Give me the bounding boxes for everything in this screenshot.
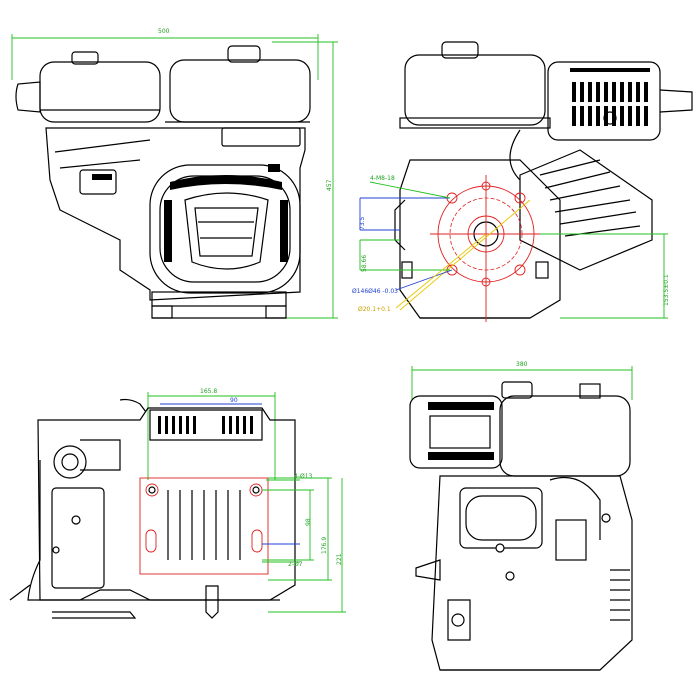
bottom-dim-height-b: 176.9 — [321, 537, 328, 554]
front-height-dim: 457 — [326, 179, 333, 191]
side-dim-mid: 73.5 — [359, 216, 366, 230]
side-dim-low: 58.66 — [361, 255, 368, 272]
front-width-dim: 500 — [158, 28, 170, 35]
bottom-dim-holes: 4-Ø13 — [294, 473, 313, 480]
side-dim-bore: Ø20.1+0.1 — [358, 306, 391, 313]
front-view: 500 457 — [11, 28, 338, 319]
bottom-dim-span-inner: 90 — [230, 397, 238, 404]
side-view: 73.5 58.66 4-M8-18 Ø146Ø46 -0.03 Ø20.1+0… — [352, 41, 693, 322]
bottom-dim-height-c: 221 — [336, 553, 343, 565]
rear-view: 380 — [409, 361, 633, 671]
side-dim-bolt-circle: Ø146Ø46 -0.03 — [352, 288, 398, 295]
side-dim-shaft-height: 153.5±0.1 — [663, 274, 670, 306]
side-dim-top: 4-M8-18 — [370, 175, 395, 182]
bottom-dim-height-a: 98 — [305, 518, 312, 526]
rear-width-dim: 380 — [516, 361, 528, 368]
bottom-view: 165.8 90 — [9, 388, 346, 619]
bottom-dim-foot: 2-Ø7 — [288, 561, 303, 568]
bottom-dim-span-outer: 165.8 — [200, 388, 217, 395]
